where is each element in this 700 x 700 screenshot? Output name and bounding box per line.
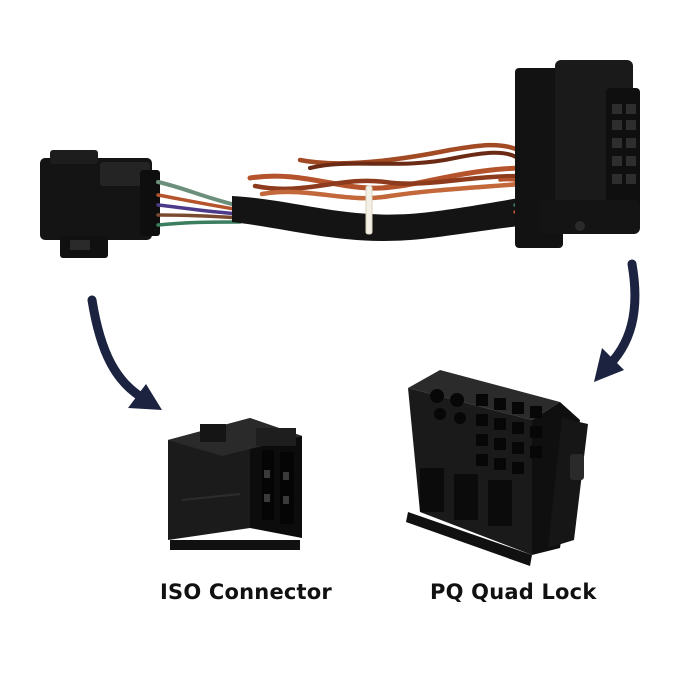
iso-connector-label: ISO Connector [160, 580, 332, 604]
harness-iso-plug [40, 150, 160, 258]
harness-twisted-wires [247, 142, 523, 201]
harness-sleeve [232, 196, 520, 241]
harness-zip-tie [365, 185, 373, 235]
wiring-harness-icon [40, 60, 640, 258]
pq-quad-lock-label: PQ Quad Lock [430, 580, 597, 604]
pq-quadlock-connector-icon [406, 370, 588, 566]
curved-arrow-icon [594, 259, 640, 382]
harness-quadlock-plug [515, 60, 640, 248]
harness-left-wires [156, 180, 242, 227]
curved-arrow-icon [87, 295, 162, 410]
iso-connector-icon [168, 418, 302, 550]
